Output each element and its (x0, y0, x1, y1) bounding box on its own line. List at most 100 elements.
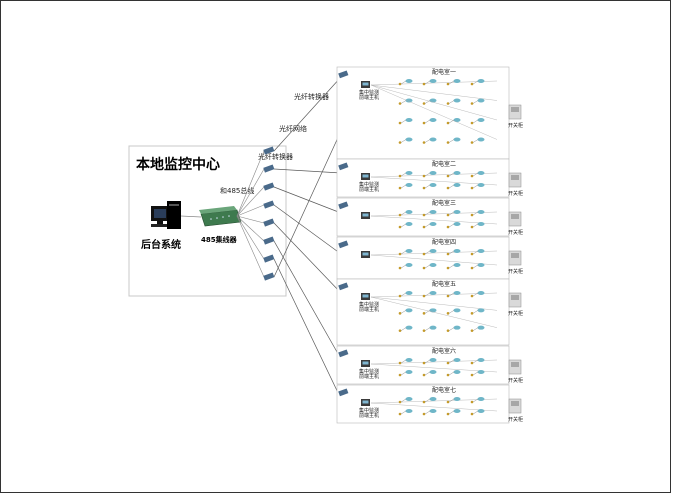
temp-sensor-icon (405, 79, 413, 83)
fiber-converter-icon (263, 200, 275, 209)
temp-sensor-icon (405, 98, 413, 103)
converter-body (263, 254, 275, 263)
temp-sensor-icon (453, 137, 461, 142)
sensor-link (448, 292, 455, 297)
room-bus-line (370, 254, 498, 266)
fiber-converter-icon (263, 146, 275, 155)
room-bus-line (370, 84, 498, 121)
temp-sensor-icon (405, 308, 413, 313)
temp-sensor-icon (477, 249, 485, 253)
rs485-bus-link (236, 215, 265, 260)
cabinet-panel (511, 295, 519, 300)
converter-body (263, 200, 275, 209)
temp-sensor-icon (405, 263, 413, 267)
room-bus-line (370, 359, 498, 365)
sensor-node-icon (398, 174, 402, 178)
sensor-node-icon (446, 252, 450, 256)
sensor-node-icon (470, 225, 474, 229)
sensor-link (472, 119, 479, 124)
temp-sensor-icon (405, 358, 413, 362)
converter-group (263, 146, 275, 281)
sensor-link (424, 80, 431, 85)
cabinet-panel (511, 253, 519, 258)
sensor-link (448, 327, 455, 331)
sensor-link (472, 359, 479, 364)
room-bus-line (370, 363, 498, 373)
converter-body (263, 146, 275, 155)
sensor-link (400, 292, 407, 297)
sensor-link (448, 359, 455, 364)
temp-sensor-icon (453, 291, 461, 295)
temp-sensor-icon (429, 325, 437, 330)
sensor-node-icon (470, 400, 474, 404)
temp-sensor-icon (477, 291, 485, 295)
sensor-link (448, 100, 455, 104)
sensor-link (448, 139, 455, 143)
fiber-converter-icon (263, 182, 275, 191)
host-label: 前端主机 (359, 373, 379, 380)
sensor-link (448, 250, 455, 255)
fiber-converter-label-left: 光纤转换器 (258, 152, 293, 161)
host-label: 集中监测 (359, 89, 379, 96)
cabinet-panel (511, 401, 519, 406)
temp-sensor-icon (405, 171, 413, 175)
temp-sensor-icon (453, 358, 461, 362)
room-title: 配电室四 (432, 238, 456, 246)
sensor-link (472, 139, 479, 143)
rs485-bus-link (236, 215, 265, 242)
fiber-network-label: 光纤网络 (279, 124, 307, 133)
switch-cabinet-label: 开关柜 (508, 310, 523, 317)
fiber-link (273, 186, 342, 214)
sensor-node-icon (398, 252, 402, 256)
room-converter-icon (338, 282, 349, 291)
sensor-node-icon (398, 102, 402, 105)
temp-sensor-icon (453, 98, 461, 103)
sensor-link (424, 398, 431, 403)
sensor-link (400, 327, 407, 331)
temp-sensor-icon (477, 263, 485, 267)
room-bus-line (370, 398, 498, 404)
room-bus-line (370, 211, 498, 217)
switch-cabinet-label: 开关柜 (508, 416, 523, 423)
temp-sensor-icon (477, 210, 485, 214)
sensor-link (400, 310, 407, 314)
host-screen (362, 294, 369, 298)
sensor-link (472, 371, 479, 376)
cabinet-panel (511, 107, 519, 112)
cabinet-panel (511, 175, 519, 180)
temp-sensor-icon (453, 325, 461, 330)
sensor-link (472, 184, 479, 189)
sensor-node-icon (398, 266, 402, 270)
sensor-link (424, 250, 431, 255)
temp-sensor-icon (477, 183, 485, 187)
temp-sensor-icon (453, 397, 461, 401)
sensor-link (448, 184, 455, 189)
sensor-node-icon (422, 186, 426, 190)
sensor-link (472, 80, 479, 85)
sensor-link (424, 184, 431, 189)
temp-sensor-icon (477, 171, 485, 175)
room-bus-line (370, 84, 498, 140)
sensor-node-icon (470, 141, 474, 144)
hub-label: 485集线器 (201, 235, 238, 244)
sensor-node-icon (398, 186, 402, 190)
host-label: 前端主机 (359, 306, 379, 313)
temp-sensor-icon (429, 291, 437, 295)
sensor-link (400, 100, 407, 104)
temp-sensor-icon (453, 183, 461, 187)
sensor-node-icon (446, 102, 450, 105)
rs485-bus-link (236, 204, 265, 217)
sensor-node-icon (422, 121, 426, 125)
sensor-node-icon (422, 412, 426, 416)
switch-cabinet-label: 开关柜 (508, 229, 523, 236)
converter-body (263, 164, 275, 173)
temp-sensor-icon (405, 118, 413, 122)
sensor-node-icon (422, 82, 426, 86)
temp-sensor-icon (405, 137, 413, 142)
host-screen (362, 174, 369, 178)
